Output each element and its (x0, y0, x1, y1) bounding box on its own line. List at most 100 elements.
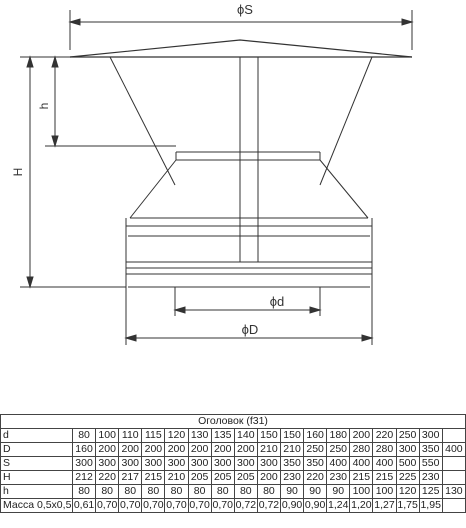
table-cell: 250 (303, 442, 328, 457)
table-cell: 280 (372, 442, 397, 457)
d-arrow-left (173, 306, 186, 314)
H-arrow-top (26, 55, 34, 68)
table-cell: 80 (141, 484, 166, 499)
table-cell: 80 (210, 484, 235, 499)
table-cell: 230 (279, 470, 305, 485)
row-label: d (0, 428, 73, 443)
table-cell: 400 (441, 442, 466, 457)
table-cell: 90 (279, 484, 305, 499)
cap-roof (69, 39, 413, 58)
table-cell: 90 (326, 484, 351, 499)
table-cell: 150 (279, 428, 305, 443)
table-cell: 90 (303, 484, 328, 499)
table-cell: 1,95 (418, 498, 443, 513)
table-cell: 300 (187, 456, 212, 471)
H-arrow-bottom (26, 276, 34, 289)
label-D: ϕD (242, 322, 259, 337)
table-cell: 200 (95, 442, 120, 457)
table-cell: 125 (418, 484, 443, 499)
table-cell: 1,27 (372, 498, 397, 513)
table-cell: 200 (210, 442, 235, 457)
label-h: h (37, 103, 51, 110)
table-cell: 400 (372, 456, 397, 471)
table-cell: 200 (187, 442, 212, 457)
D-arrow-left (124, 334, 137, 342)
cowl-technical-drawing: ϕS h H ϕd ϕD (11, 2, 414, 345)
table-cell: 0,70 (95, 498, 120, 513)
table-cell: 0,72 (233, 498, 258, 513)
table-cell: 200 (233, 442, 258, 457)
table-cell-empty (441, 428, 466, 443)
table-cell: 300 (95, 456, 120, 471)
table-cell: 80 (256, 484, 281, 499)
table-cell: 300 (164, 456, 189, 471)
table-cell: 550 (418, 456, 443, 471)
table-cell-empty (441, 470, 466, 485)
s-arrow-left (68, 18, 81, 26)
table-cell: 160 (303, 428, 328, 443)
table-cell: 215 (141, 470, 166, 485)
table-cell: 230 (326, 470, 351, 485)
skirt-right (319, 56, 373, 186)
row-label: D (0, 442, 73, 457)
table-cell: 220 (372, 428, 397, 443)
row-label: h (0, 484, 73, 499)
table-cell: 250 (395, 428, 420, 443)
table-cell: 80 (187, 484, 212, 499)
table-cell: 100 (95, 428, 120, 443)
table-cell: 300 (256, 456, 281, 471)
table-cell: 80 (118, 484, 143, 499)
label-H: H (11, 168, 25, 177)
table-cell: 0,70 (210, 498, 235, 513)
table-cell: 205 (233, 470, 258, 485)
table-cell: 115 (141, 428, 166, 443)
skirt-left (109, 56, 176, 186)
table-cell: 200 (118, 442, 143, 457)
table-cell: 210 (256, 442, 281, 457)
table-cell: 300 (71, 456, 97, 471)
table-cell: 180 (326, 428, 351, 443)
row-label: Масса 0,5х0,5 (0, 498, 73, 513)
table-cell: 80 (95, 484, 120, 499)
table-cell: 350 (279, 456, 305, 471)
table-cell: 120 (395, 484, 420, 499)
table-cell: 100 (372, 484, 397, 499)
table-cell: 0,90 (279, 498, 305, 513)
table-cell: 300 (418, 428, 443, 443)
table-cell-empty (441, 456, 466, 471)
table-cell: 280 (349, 442, 374, 457)
table-cell: 210 (279, 442, 305, 457)
table-cell: 212 (71, 470, 97, 485)
table-cell: 230 (418, 470, 443, 485)
table-cell: 205 (187, 470, 212, 485)
table-cell: 215 (349, 470, 374, 485)
table-cell: 200 (256, 470, 281, 485)
table-cell: 220 (95, 470, 120, 485)
table-cell: 0,90 (303, 498, 328, 513)
d-arrow-right (309, 306, 322, 314)
table-cell: 300 (141, 456, 166, 471)
table-cell: 210 (164, 470, 189, 485)
table-cell: 80 (71, 428, 97, 443)
h-arrow-top (51, 55, 59, 68)
table-cell: 300 (233, 456, 258, 471)
label-S: ϕS (237, 2, 253, 17)
table-cell-empty (441, 498, 466, 513)
table-cell: 300 (395, 442, 420, 457)
table-cell: 350 (303, 456, 328, 471)
row-label: S (0, 456, 73, 471)
table-cell: 220 (303, 470, 328, 485)
table-cell: 500 (395, 456, 420, 471)
body-slope-left (129, 159, 177, 219)
table-cell: 217 (118, 470, 143, 485)
table-cell: 0,70 (141, 498, 166, 513)
table-cell: 0,72 (256, 498, 281, 513)
table-cell: 215 (372, 470, 397, 485)
table-cell: 300 (210, 456, 235, 471)
